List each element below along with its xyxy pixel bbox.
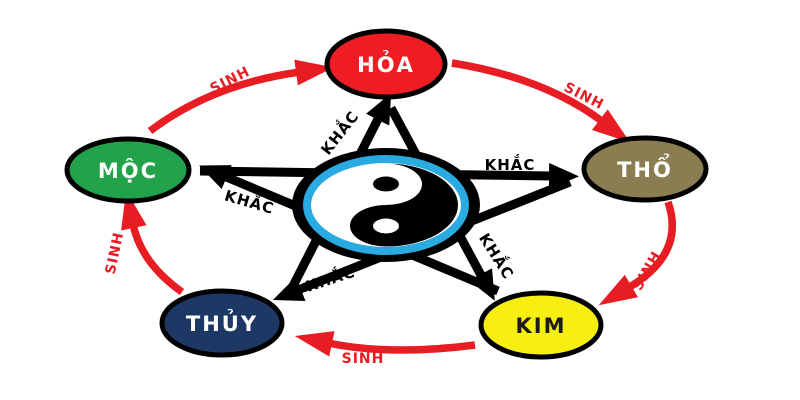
node-kim-label: KIM xyxy=(516,314,567,338)
khac-label-moc-tho: KHẮC xyxy=(485,153,536,174)
node-tho-label: THỔ xyxy=(617,153,673,182)
yin-yang-symbol xyxy=(292,148,480,262)
sinh-arc-hoa-tho xyxy=(451,59,631,143)
khac-label-tho-thuy: KHẮC xyxy=(303,260,358,296)
yinyang-dot-white xyxy=(373,218,399,234)
sinh-label-kim-thuy: SINH xyxy=(342,351,385,367)
sinh-cycle xyxy=(121,59,676,357)
node-moc-ellipse xyxy=(64,136,192,204)
sinh-arc-moc-hoa xyxy=(147,59,334,134)
sinh-arc-tho-kim xyxy=(598,200,676,306)
yinyang-dot-black xyxy=(373,176,399,192)
node-kim-ellipse xyxy=(478,290,604,360)
node-thuy-ellipse xyxy=(159,288,285,358)
sinh-arc-kim-thuy xyxy=(294,331,476,357)
node-tho-ellipse xyxy=(581,135,709,203)
sinh-label-thuy-moc: SINH xyxy=(103,231,128,276)
khac-label-thuy-hoa: KHẮC xyxy=(315,106,363,159)
sinh-arc-thuy-moc xyxy=(121,190,185,296)
node-hoa-label: HỎA xyxy=(357,50,415,77)
sinh-label-tho-kim: SINH xyxy=(630,248,665,293)
element-nodes xyxy=(64,28,709,360)
node-labels: HỎA THỔ KIM THỦY MỘC xyxy=(98,50,673,338)
node-thuy-label: THỦY xyxy=(186,309,258,336)
node-moc-label: MỘC xyxy=(98,157,158,183)
node-hoa-ellipse xyxy=(324,28,448,100)
